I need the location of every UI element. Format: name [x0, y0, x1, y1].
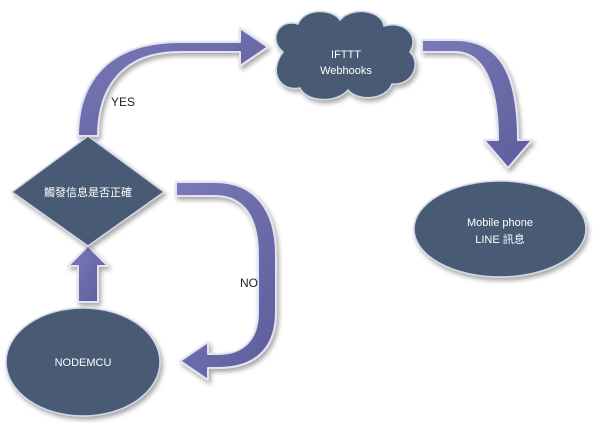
arrow-yes-to-webhooks	[77, 27, 269, 137]
mobile-node-line1: Mobile phone	[467, 217, 533, 229]
cloud-node-webhooks	[275, 10, 416, 101]
decision-node	[10, 135, 166, 247]
arrow-webhooks-to-mobile	[421, 39, 533, 169]
nodemcu-node-label: NODEMCU	[55, 357, 112, 369]
mobile-node	[413, 180, 587, 278]
cloud-node-line2: Webhooks	[320, 65, 372, 77]
nodemcu-shape	[5, 307, 161, 417]
arrow-no-to-nodemcu	[175, 181, 277, 381]
mobile-node-line2: LINE 訊息	[475, 232, 525, 246]
decision-node-label: 觸發信息是否正確	[44, 185, 132, 199]
cloud-node-line1: IFTTT	[331, 49, 361, 61]
decision-shape	[10, 135, 166, 247]
edge-label-no: NO	[240, 276, 258, 290]
mobile-shape	[413, 180, 587, 278]
cloud-shape	[275, 10, 416, 101]
arrow-nodemcu-to-decision	[67, 245, 109, 303]
nodemcu-node	[5, 307, 161, 417]
edge-label-yes: YES	[111, 95, 135, 109]
